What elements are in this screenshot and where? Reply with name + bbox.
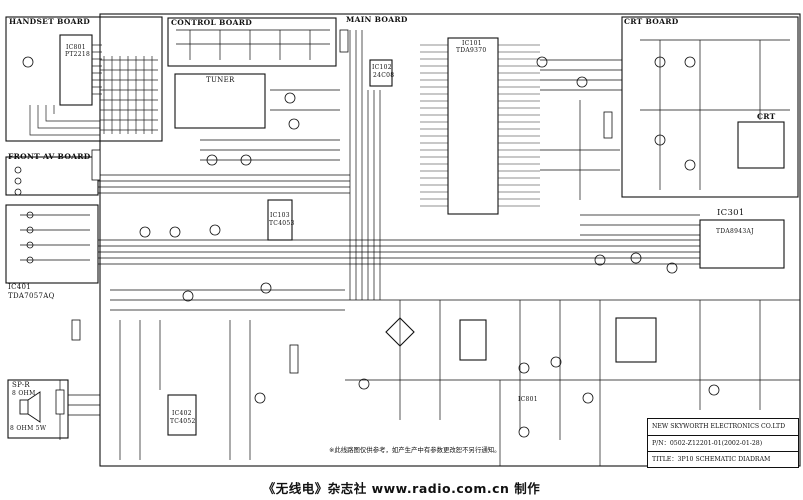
av-input-jacks <box>14 166 34 264</box>
tuner-label: TUNER <box>206 76 235 84</box>
disclaimer-note: ※此线路图仅供参考，如产生产中有参数更改恕不另行通知。 <box>329 446 501 454</box>
speaker-block-outline <box>7 379 69 439</box>
speaker-spec-1: 8 OHM <box>12 390 36 397</box>
ic101-part-label: TDA9370 <box>456 47 487 54</box>
title-block-company: NEW SKYWORTH ELECTRONICS CO.LTD <box>648 419 798 436</box>
tuner-body <box>174 73 266 129</box>
ic101-label: IC101 <box>462 40 482 47</box>
ic401-audio-block-outline <box>5 204 99 284</box>
ic401-label: IC401 <box>8 283 31 291</box>
signal-wiring <box>20 29 800 466</box>
publisher-footer: 《无线电》杂志社 www.radio.com.cn 制作 <box>262 481 541 496</box>
front-av-board-label: FRONT AV BOARD <box>8 152 91 161</box>
control-board-label: CONTROL BOARD <box>171 18 253 27</box>
ic102-part-label: 24C08 <box>373 72 395 79</box>
ic102-body <box>369 59 393 87</box>
ic101-pins <box>420 44 540 207</box>
ic103-label: IC103 <box>270 212 290 219</box>
ic402-body <box>167 394 197 436</box>
ic301-body <box>699 219 785 269</box>
ic801-body <box>59 34 93 106</box>
speaker-label: SP-R <box>12 381 30 389</box>
ic801-label: IC801 <box>66 44 86 51</box>
title-block-title: TITLE：3P10 SCHEMATIC DIADRAM <box>652 456 771 463</box>
crt-board-label: CRT BOARD <box>624 17 679 26</box>
ic401-part-label: TDA7057AQ <box>8 292 55 300</box>
ic301-label: IC301 <box>717 208 745 218</box>
ic402-part-label: TC4052 <box>170 418 196 425</box>
ic103-part-label: TC4053 <box>269 220 295 227</box>
ic102-label: IC102 <box>372 64 392 71</box>
crt-label: CRT <box>757 112 776 121</box>
title-block-part-number: P/N：0502-Z12201-01(2002-01-28) <box>648 436 798 452</box>
transistor-symbols <box>22 56 720 438</box>
ic101-body <box>447 37 499 215</box>
handset-board-outline <box>5 16 163 142</box>
title-block: NEW SKYWORTH ELECTRONICS CO.LTD P/N：0502… <box>647 418 799 468</box>
ic301-part-label: TDA8943AJ <box>716 228 754 235</box>
main-board-label: MAIN BOARD <box>346 15 408 24</box>
flyback-transformer <box>615 317 657 363</box>
speaker-symbol <box>19 391 41 423</box>
keypad-grid <box>29 44 158 136</box>
speaker-spec-2: 8 OHM 5W <box>10 425 47 432</box>
ic402-label: IC402 <box>172 410 192 417</box>
handset-board-label: HANDSET BOARD <box>9 17 91 26</box>
crt-board-outline <box>621 16 799 198</box>
control-board-outline <box>167 17 337 67</box>
ic801b-label: IC801 <box>518 396 538 403</box>
ic801-part-label: PT2218 <box>65 51 91 58</box>
power-transformer <box>459 319 487 361</box>
board-connectors <box>55 29 661 456</box>
crt-neck-symbol <box>737 121 785 169</box>
